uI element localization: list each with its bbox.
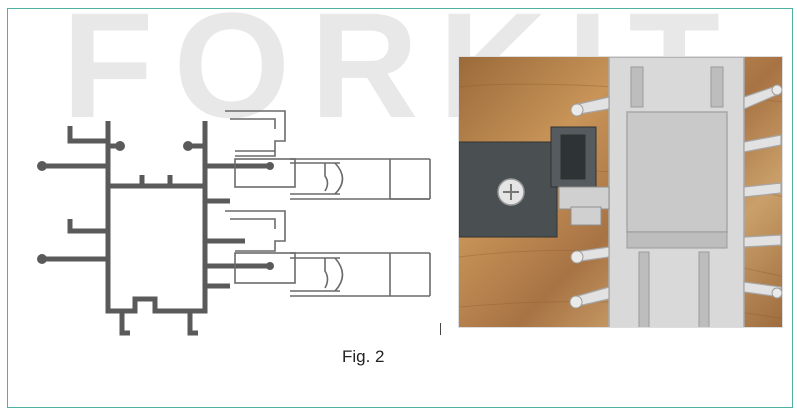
profile-photo-illustration <box>459 57 782 327</box>
screw-icon <box>497 178 525 206</box>
profile-photo <box>458 56 783 328</box>
profile-cross-section-drawing <box>37 110 431 336</box>
figure-frame: FORKIT <box>7 8 793 408</box>
figure-caption: Fig. 2 <box>342 347 385 366</box>
cursor-mark <box>440 323 441 335</box>
main-tube-outline <box>105 121 208 314</box>
